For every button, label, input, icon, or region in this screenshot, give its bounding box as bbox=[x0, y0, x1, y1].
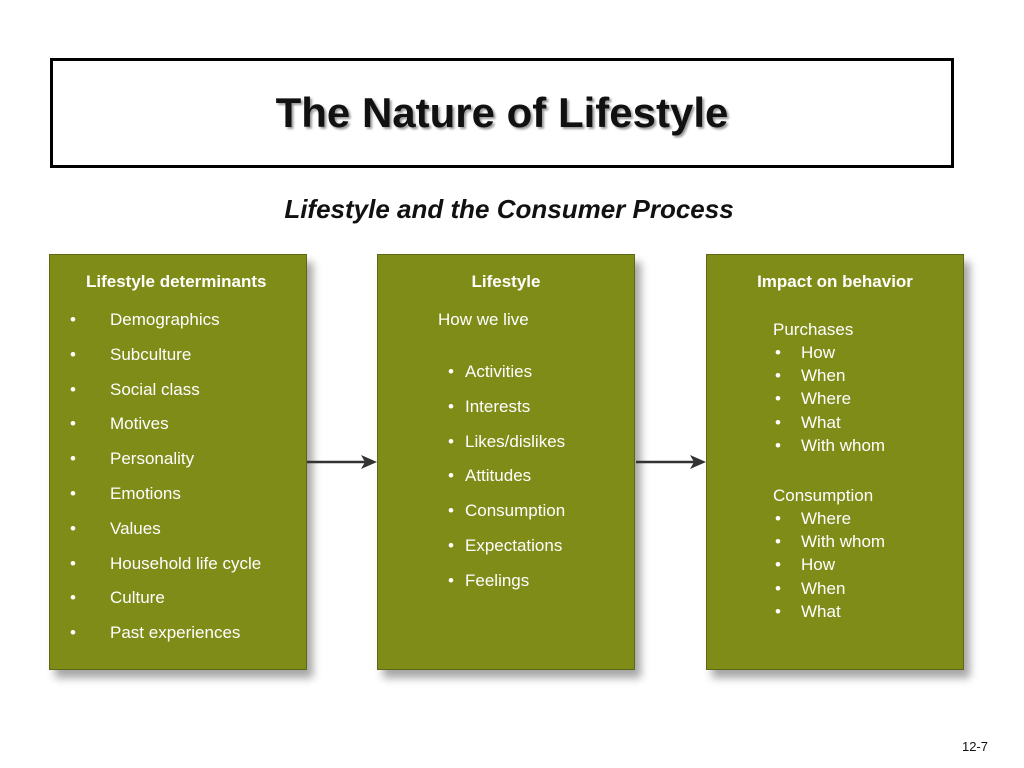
list-item: •Consumption bbox=[448, 501, 566, 521]
list-item: •Motives bbox=[70, 414, 169, 434]
title-box: The Nature of Lifestyle bbox=[50, 58, 954, 168]
bullet-icon: • bbox=[70, 449, 76, 469]
list-item: •Where bbox=[773, 507, 885, 530]
impact-title: Impact on behavior bbox=[757, 272, 913, 291]
bullet-icon: • bbox=[775, 532, 781, 552]
bullet-icon: • bbox=[775, 389, 781, 409]
bullet-icon: • bbox=[448, 501, 454, 521]
bullet-icon: • bbox=[775, 366, 781, 386]
determinants-title: Lifestyle determinants bbox=[86, 272, 267, 291]
slide-title: The Nature of Lifestyle bbox=[275, 89, 729, 136]
bullet-icon: • bbox=[70, 344, 76, 364]
bullet-icon: • bbox=[448, 396, 454, 416]
bullet-icon: • bbox=[775, 343, 781, 362]
bullet-icon: • bbox=[70, 553, 76, 573]
list-item: •With whom bbox=[773, 530, 885, 553]
list-item: •Past experiences bbox=[70, 623, 241, 643]
consumption-group: Consumption •Where •With whom •How •When… bbox=[773, 484, 885, 623]
list-item: •With whom bbox=[773, 434, 885, 457]
bullet-icon: • bbox=[448, 466, 454, 486]
purchases-list: •How •When •Where •What •With whom bbox=[773, 341, 885, 457]
lifestyle-list: •Activities •Interests •Likes/dislikes •… bbox=[448, 362, 565, 606]
lifestyle-subhead: How we live bbox=[438, 310, 529, 329]
list-item: •Attitudes bbox=[448, 466, 532, 486]
arrow-right-icon bbox=[307, 455, 377, 469]
purchases-group: Purchases •How •When •Where •What •With … bbox=[773, 318, 885, 457]
diagram-subtitle: Lifestyle and the Consumer Process bbox=[284, 194, 734, 224]
consumption-list: •Where •With whom •How •When •What bbox=[773, 507, 885, 623]
list-item: •Demographics bbox=[70, 310, 220, 329]
slide-number: 12-7 bbox=[961, 739, 988, 754]
list-item: •Subculture bbox=[70, 344, 192, 364]
list-item: •Likes/dislikes bbox=[448, 431, 566, 451]
list-item: •How bbox=[773, 553, 885, 576]
bullet-icon: • bbox=[448, 362, 454, 381]
determinants-panel: Lifestyle determinants •Demographics •Su… bbox=[49, 254, 307, 670]
list-item: •How bbox=[773, 341, 885, 364]
bullet-icon: • bbox=[448, 431, 454, 451]
bullet-icon: • bbox=[448, 570, 454, 590]
bullet-icon: • bbox=[448, 535, 454, 555]
list-item: •Values bbox=[70, 518, 161, 538]
bullet-icon: • bbox=[70, 379, 76, 399]
bullet-icon: • bbox=[775, 435, 781, 455]
list-item: •What bbox=[773, 600, 885, 623]
determinants-list: •Demographics •Subculture •Social class … bbox=[70, 310, 261, 658]
list-item: •When bbox=[773, 577, 885, 600]
list-item: •Social class bbox=[70, 379, 200, 399]
purchases-label: Purchases bbox=[773, 320, 854, 339]
bullet-icon: • bbox=[70, 414, 76, 434]
list-item: •Emotions bbox=[70, 483, 181, 503]
impact-panel: Impact on behavior Purchases •How •When … bbox=[706, 254, 964, 670]
bullet-icon: • bbox=[775, 578, 781, 598]
bullet-icon: • bbox=[775, 412, 781, 432]
list-item: •Culture bbox=[70, 588, 165, 608]
bullet-icon: • bbox=[70, 518, 76, 538]
bullet-icon: • bbox=[775, 555, 781, 575]
list-item: •Household life cycle bbox=[70, 553, 262, 573]
list-item: •Feelings bbox=[448, 570, 530, 590]
arrow-right-icon bbox=[636, 455, 706, 469]
list-item: •When bbox=[773, 364, 885, 387]
bullet-icon: • bbox=[775, 601, 781, 621]
list-item: •Expectations bbox=[448, 535, 563, 555]
list-item: •Where bbox=[773, 387, 885, 410]
bullet-icon: • bbox=[70, 310, 76, 329]
bullet-icon: • bbox=[775, 509, 781, 528]
bullet-icon: • bbox=[70, 588, 76, 608]
list-item: •What bbox=[773, 411, 885, 434]
bullet-icon: • bbox=[70, 623, 76, 643]
bullet-icon: • bbox=[70, 483, 76, 503]
consumption-label: Consumption bbox=[773, 486, 874, 505]
list-item: •Interests bbox=[448, 396, 531, 416]
list-item: •Personality bbox=[70, 449, 195, 469]
lifestyle-title: Lifestyle bbox=[471, 272, 541, 291]
list-item: •Activities bbox=[448, 362, 533, 381]
lifestyle-panel: Lifestyle How we live •Activities •Inter… bbox=[377, 254, 635, 670]
